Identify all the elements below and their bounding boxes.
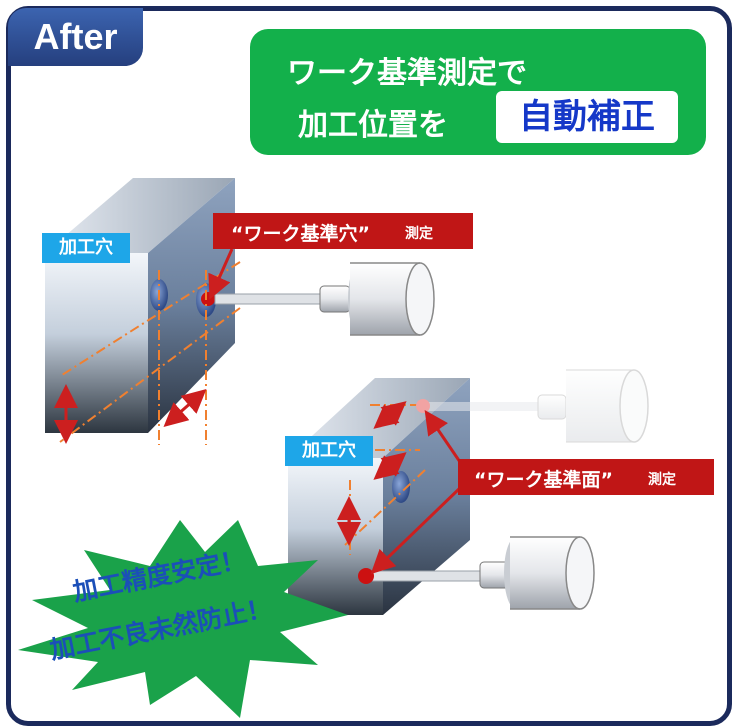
after-badge	[8, 8, 143, 66]
slogan-burst	[18, 520, 348, 718]
contact-point-upper	[416, 399, 430, 413]
headline-emphasis-box	[496, 91, 678, 143]
after-badge-label: After	[33, 16, 118, 57]
arrow-diagonal-bottom	[373, 401, 407, 429]
contact-point-lower	[358, 568, 374, 584]
arrow-depth-bottom	[373, 452, 407, 480]
reference-surface-label: “ワーク基準面”	[474, 469, 613, 491]
reference-surface-tag: “ワーク基準面” 測定	[458, 459, 714, 495]
machined-hole-tag-bottom: 加工穴	[285, 436, 373, 466]
machined-hole-tag-top: 加工穴	[42, 233, 130, 263]
headline-line1: ワーク基準測定で	[287, 56, 527, 91]
reference-hole-tag: “ワーク基準穴” 測定	[213, 213, 473, 249]
reference-hole-suffix: 測定	[405, 226, 433, 242]
reference-surface-suffix: 測定	[648, 472, 676, 488]
reference-hole-label: “ワーク基準穴”	[231, 223, 370, 245]
probe-upper-faded	[425, 369, 649, 443]
headline-emphasis: 自動補正	[519, 97, 655, 137]
probe-bottom	[367, 536, 595, 610]
leader-surface-upper	[424, 410, 462, 463]
leader-surface-lower	[370, 486, 462, 575]
probe-top	[214, 262, 435, 336]
arrow-diagonal-top	[163, 389, 207, 427]
headline-line2-prefix: 加工位置を	[298, 108, 448, 143]
leader-reference-hole	[208, 248, 234, 300]
